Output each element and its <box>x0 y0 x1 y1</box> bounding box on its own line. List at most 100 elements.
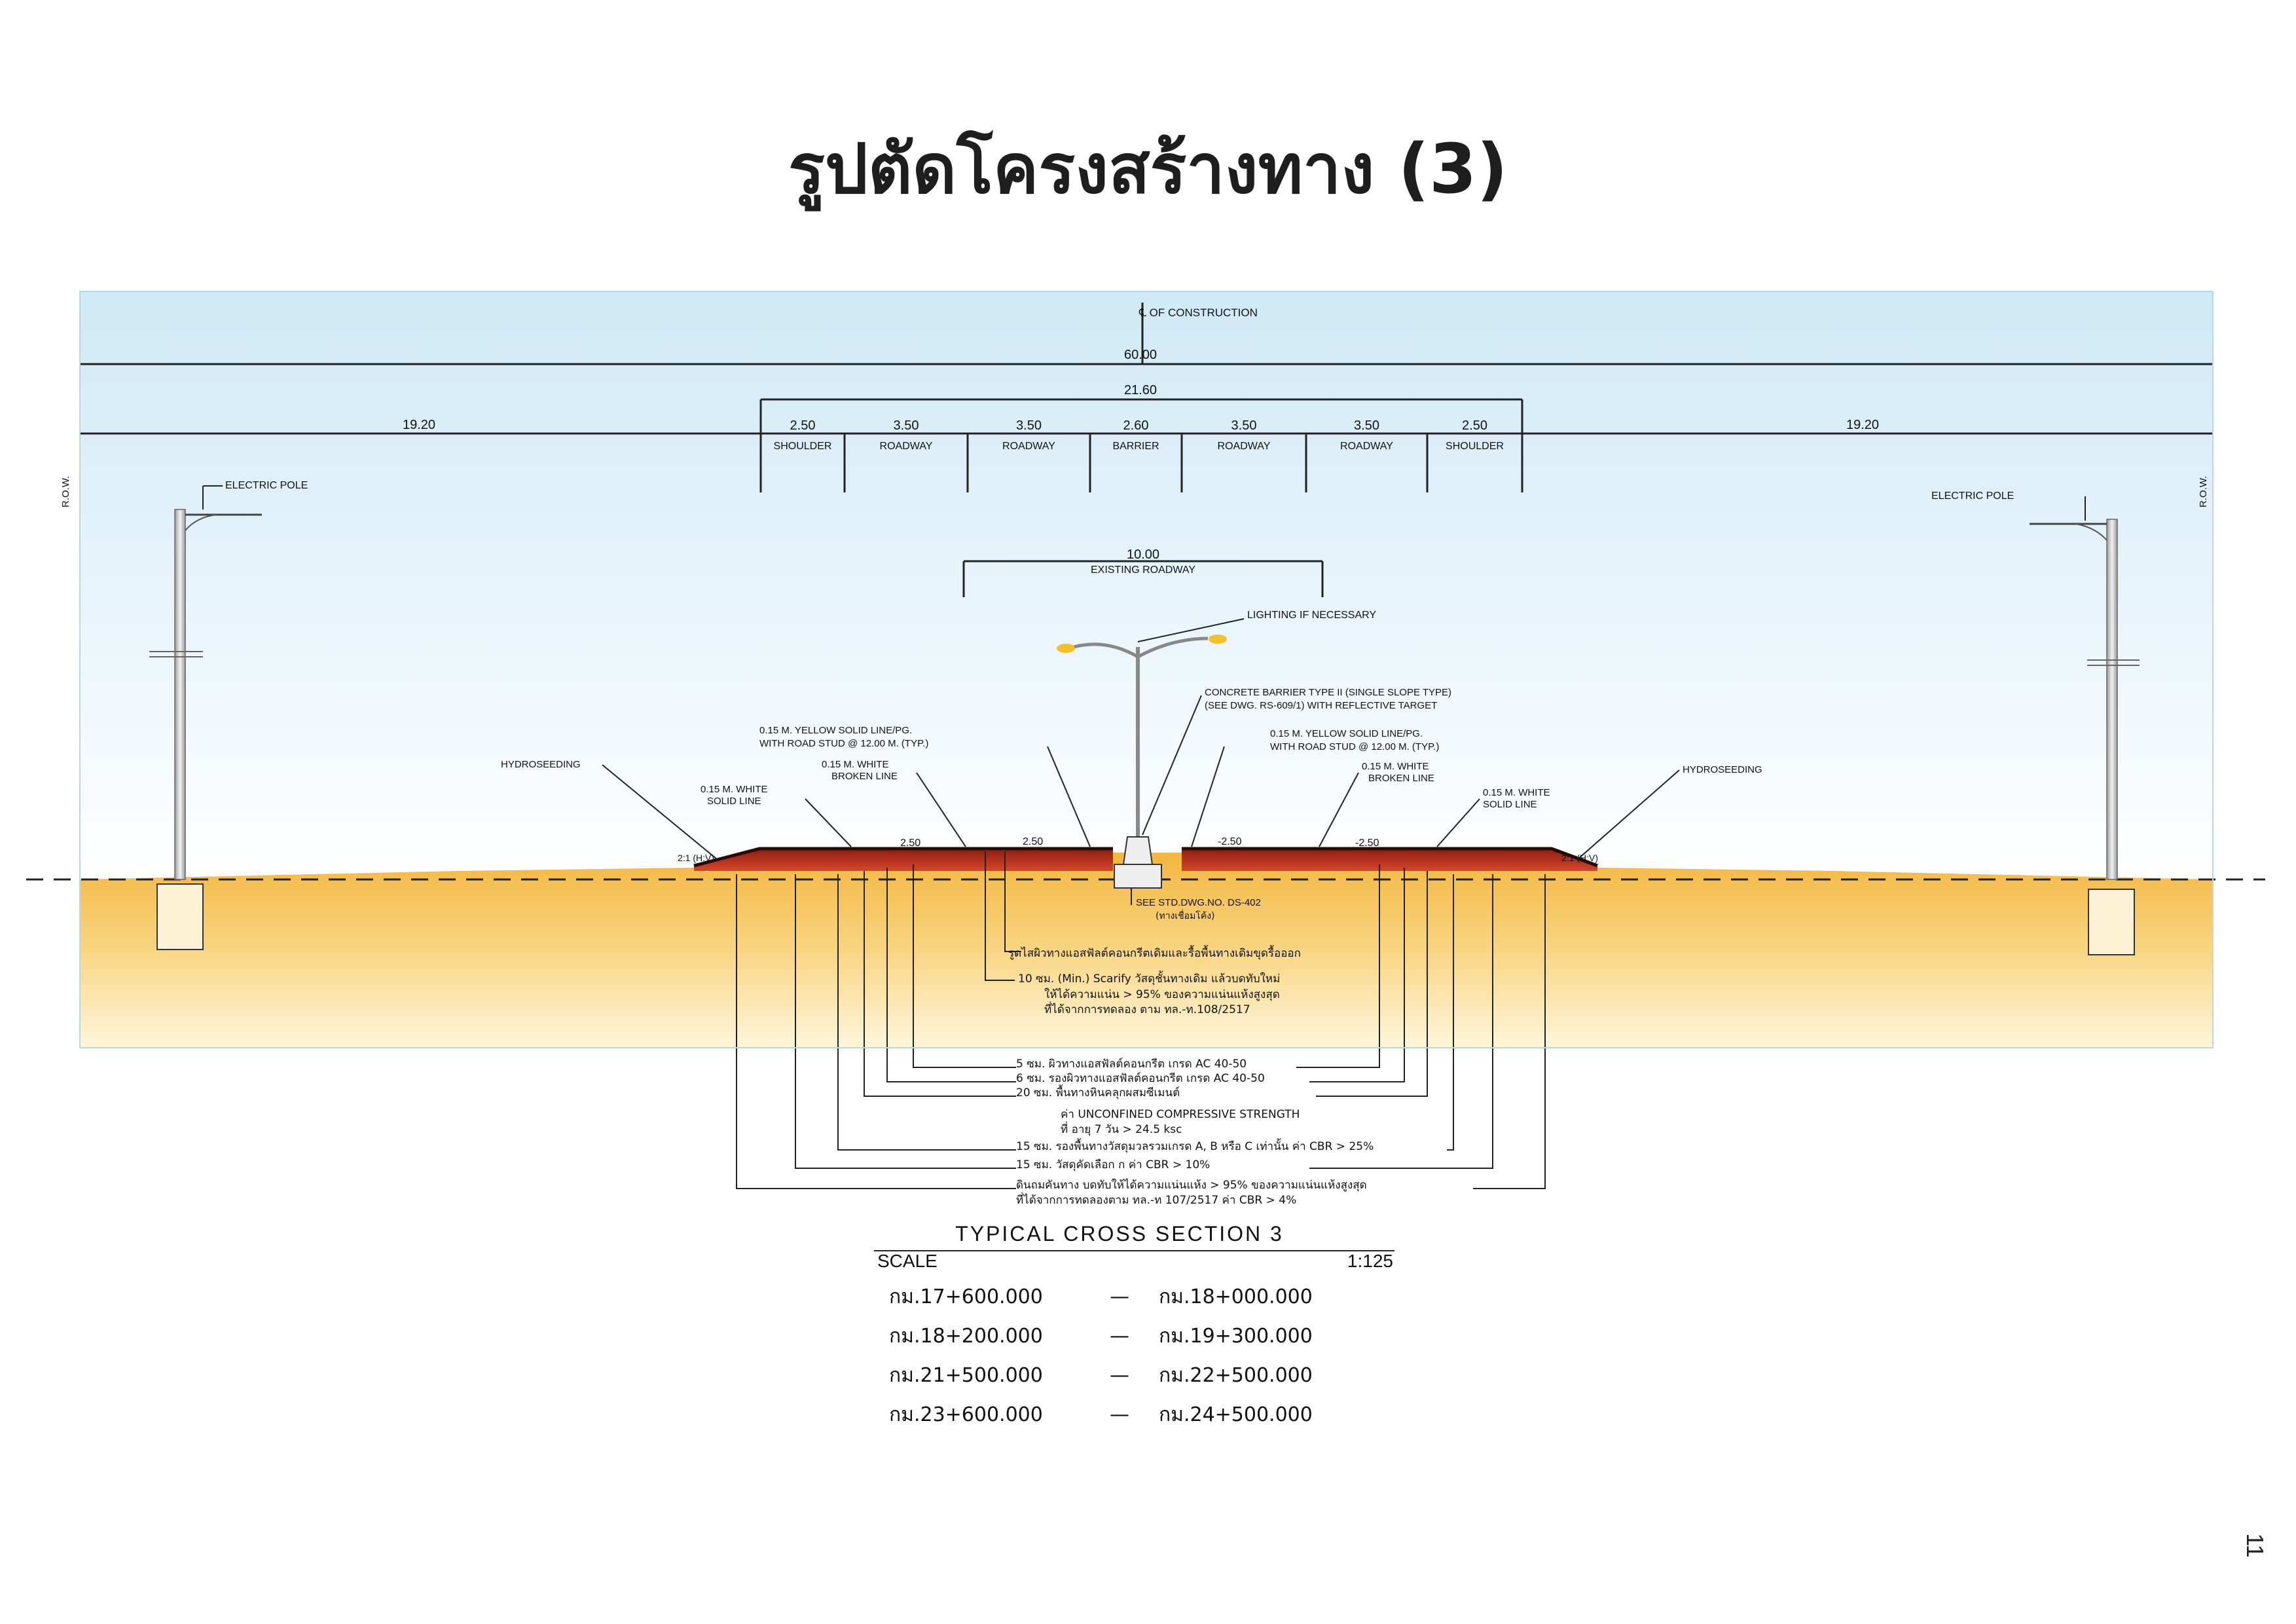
leader <box>805 798 852 847</box>
segment-label: SHOULDER <box>1446 441 1504 452</box>
row-label-right: R.O.W. <box>2198 476 2209 507</box>
segment-label: BARRIER <box>1112 441 1159 452</box>
layer-note: 15 ซม. รองพื้นทางวัสดุมวลรวมเกรด A, B หร… <box>1016 1138 1374 1153</box>
white-broken-left-1: 0.15 M. WHITE <box>822 759 889 770</box>
layer-leaders <box>736 851 1546 1189</box>
layer-note: 6 ซม. รองผิวทางแอสฟัลต์คอนกรีต เกรด AC 4… <box>1016 1072 1265 1085</box>
lighting-label: LIGHTING IF NECESSARY <box>1247 610 1376 621</box>
electric-pole-right <box>2030 496 2140 955</box>
leader <box>1577 769 1680 860</box>
electric-pole-right-label: ELECTRIC POLE <box>1931 490 2014 502</box>
white-broken-right-1: 0.15 M. WHITE <box>1362 761 1429 772</box>
chainage-dash: — <box>1110 1364 1129 1387</box>
centerline-label: ℄ OF CONSTRUCTION <box>1139 306 1258 319</box>
segment-label: ROADWAY <box>1002 441 1055 452</box>
layer-note: ที่ได้จากการทดลอง ตาม ทล.-ท.108/2517 <box>1044 1001 1250 1016</box>
sky-background <box>80 291 2213 881</box>
white-solid-left-2: SOLID LINE <box>707 796 761 807</box>
segment-width: 3.50 <box>894 418 919 433</box>
segment-width: 2.50 <box>790 418 816 433</box>
white-broken-right-2: BROKEN LINE <box>1368 773 1434 784</box>
leader <box>1436 798 1480 847</box>
chainage-from: กม.17+600.000 <box>889 1285 1043 1308</box>
ground-fill <box>80 853 2213 1048</box>
page-number: 11 <box>2242 1533 2269 1558</box>
slope-left: 2:1 (H:V) <box>678 853 714 863</box>
chainage-list: กม.17+600.000 — กม.18+000.000 กม.18+200.000… <box>889 1285 1313 1426</box>
chainage-to: กม.24+500.000 <box>1159 1403 1313 1426</box>
crossfall-3: -2.50 <box>1218 836 1242 847</box>
layer-note: 10 ซม. (Min.) Scarify วัสดุชั้นทางเดิม แ… <box>1018 970 1280 986</box>
dim-total: 60.00 <box>1124 348 1157 362</box>
hydroseeding-left: HYDROSEEDING <box>501 759 581 770</box>
existing-width: 10.00 <box>1127 547 1159 562</box>
layer-note: ที่ อายุ 7 วัน > 24.5 ksc <box>1061 1121 1182 1136</box>
white-solid-right-1: 0.15 M. WHITE <box>1483 787 1550 798</box>
pavement-structure <box>694 849 1597 871</box>
leader <box>602 764 718 860</box>
chainage-dash: — <box>1110 1285 1129 1308</box>
barrier-note-1: CONCRETE BARRIER TYPE II (SINGLE SLOPE T… <box>1205 687 1451 698</box>
layer-note: ที่ได้จากการทดลองตาม ทล.-ท 107/2517 ค่า … <box>1016 1192 1296 1207</box>
white-solid-right-2: SOLID LINE <box>1483 799 1537 810</box>
layer-note: ให้ได้ความแน่น > 95% ของความแน่นแห้งสูงส… <box>1044 987 1280 1001</box>
chainage-dash: — <box>1110 1325 1129 1348</box>
drawing-frame <box>79 291 2214 1048</box>
pavement-top-line <box>693 847 1598 868</box>
scale-label: SCALE <box>877 1251 938 1271</box>
hydroseeding-right: HYDROSEEDING <box>1683 764 1762 775</box>
leader <box>916 772 966 847</box>
electric-pole-left <box>149 485 262 950</box>
chainage-to: กม.18+000.000 <box>1159 1285 1313 1308</box>
layer-note: 15 ซม. วัสดุคัดเลือก ก ค่า CBR > 10% <box>1016 1158 1210 1172</box>
white-broken-left-2: BROKEN LINE <box>831 771 898 782</box>
layer-note: 20 ซม. พื้นทางหินคลุกผสมซีเมนต์ <box>1016 1084 1180 1099</box>
segment-width: 3.50 <box>1354 418 1379 433</box>
dim-side-left: 19.20 <box>403 418 435 432</box>
layer-note: ค่า UNCONFINED COMPRESSIVE STRENGTH <box>1061 1108 1300 1121</box>
section-title: TYPICAL CROSS SECTION 3 <box>955 1222 1284 1246</box>
crossfall-4: -2.50 <box>1355 838 1379 849</box>
layer-note: 5 ซม. ผิวทางแอสฟัลต์คอนกรีต เกรด AC 40-5… <box>1016 1058 1247 1071</box>
segment-label: ROADWAY <box>880 441 933 452</box>
barrier-leader <box>1142 695 1202 836</box>
chainage-from: กม.23+600.000 <box>889 1403 1043 1426</box>
electric-pole-left-label: ELECTRIC POLE <box>225 480 308 491</box>
segment-width: 2.60 <box>1123 418 1149 433</box>
chainage-to: กม.22+500.000 <box>1159 1364 1313 1387</box>
leader <box>1191 746 1225 847</box>
leader <box>1047 746 1091 847</box>
chainage-from: กม.18+200.000 <box>889 1325 1043 1348</box>
yellow-line-right-1: 0.15 M. YELLOW SOLID LINE/PG. <box>1270 728 1423 739</box>
layer-notes: รูดไสผิวทางแอสฟัลต์คอนกรีตเดิมและรื้อพื้… <box>1008 945 1374 1207</box>
dim-median-band: 21.60 <box>1124 383 1157 397</box>
yellow-line-right-2: WITH ROAD STUD @ 12.00 M. (TYP.) <box>1270 741 1439 752</box>
yellow-line-left-2: WITH ROAD STUD @ 12.00 M. (TYP.) <box>759 738 928 749</box>
row-label-left: R.O.W. <box>60 476 71 507</box>
scale-value: 1:125 <box>1347 1251 1393 1271</box>
chainage-to: กม.19+300.000 <box>1159 1325 1313 1348</box>
segment-width: 2.50 <box>1462 418 1487 433</box>
segment-label: ROADWAY <box>1340 441 1393 452</box>
leader <box>1319 772 1359 847</box>
slope-right: 2:1 (H:V) <box>1561 853 1598 863</box>
drain-note-2: (ทางเชื่อมโค้ง) <box>1156 910 1215 921</box>
segment-width: 3.50 <box>1016 418 1042 433</box>
page-title: รูปตัดโครงสร้างทาง (3) <box>788 129 1508 209</box>
segment-label: SHOULDER <box>774 441 832 452</box>
crossfall-1: 2.50 <box>900 838 920 849</box>
lighting-leader <box>1137 618 1245 642</box>
layer-note: ดินถมคันทาง บดทับให้ได้ความแน่นแห้ง > 95… <box>1016 1178 1367 1192</box>
existing-roadway-label: EXISTING ROADWAY <box>1091 564 1195 576</box>
barrier-note-2: (SEE DWG. RS-609/1) WITH REFLECTIVE TARG… <box>1205 700 1437 711</box>
drain-note-1: SEE STD.DWG.NO. DS-402 <box>1136 897 1261 908</box>
yellow-line-left-1: 0.15 M. YELLOW SOLID LINE/PG. <box>759 725 912 736</box>
segment-width: 3.50 <box>1231 418 1257 433</box>
white-solid-left-1: 0.15 M. WHITE <box>701 784 768 795</box>
chainage-dash: — <box>1110 1403 1129 1426</box>
crossfall-2: 2.50 <box>1023 836 1043 847</box>
layer-note: รูดไสผิวทางแอสฟัลต์คอนกรีตเดิมและรื้อพื้… <box>1008 945 1301 960</box>
lighting-pole <box>1057 635 1227 889</box>
